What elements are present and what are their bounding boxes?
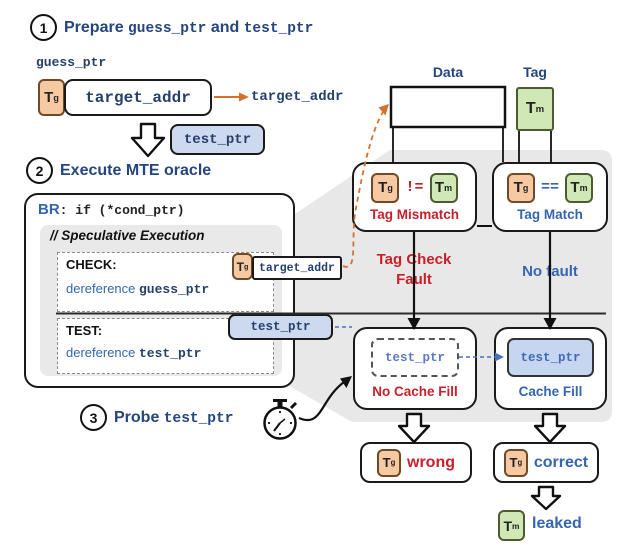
tag-column-header: Tag	[523, 64, 547, 80]
match-operator: ==	[540, 179, 559, 196]
no-fault-label: No fault	[522, 263, 578, 280]
check-body-pre: dereference	[66, 281, 139, 296]
br-condition: : if (*cond_ptr)	[59, 203, 185, 218]
no-cache-fill-label: No Cache Fill	[372, 384, 458, 399]
cache-fill-label: Cache Fill	[518, 384, 583, 399]
correct-tag-sub: g	[517, 458, 523, 467]
step1-title-pre: Prepare	[64, 18, 129, 36]
check-body-code: guess_ptr	[139, 282, 210, 297]
target-addr-box: target_addr	[64, 79, 212, 116]
orange-arrow	[214, 92, 249, 102]
target-addr-box-text: target_addr	[85, 88, 191, 107]
mismatch-rhs-sub: m	[444, 182, 453, 193]
br-keyword: BR	[38, 201, 60, 218]
memory-tag-sub: m	[535, 103, 545, 115]
correct-label: correct	[533, 453, 589, 471]
probe-curved-arrow	[298, 376, 352, 422]
memory-data-cell	[389, 85, 507, 129]
guess-tag-letter: T	[44, 89, 54, 106]
speculative-panel: // Speculative Execution CHECK: derefere…	[40, 225, 282, 376]
no-cache-fill-box: test_ptr No Cache Fill	[353, 327, 477, 410]
check-label: CHECK:	[66, 257, 117, 272]
no-cache-fill-ptr: test_ptr	[371, 338, 459, 377]
mismatch-lhs-letter: T	[378, 179, 388, 196]
step3-title: Probe test_ptr	[114, 409, 233, 427]
step3-heading: 3 Probe test_ptr	[80, 404, 233, 431]
cache-fill-box: test_ptr Cache Fill	[494, 327, 607, 410]
leaked-label: leaked	[532, 515, 582, 532]
mismatch-operator: !=	[405, 179, 424, 196]
test-body-pre: dereference	[66, 345, 139, 360]
data-column-header: Data	[432, 64, 464, 80]
wrong-tag-letter: T	[382, 455, 391, 470]
step2-heading: 2 Execute MTE oracle	[26, 157, 211, 184]
arrow-down-step1	[130, 122, 166, 158]
wrong-tag-sub: g	[390, 458, 396, 467]
test-ptr-box: test_ptr	[170, 124, 265, 155]
wrong-label: wrong	[407, 453, 455, 471]
check-operand-box: target_addr	[252, 256, 342, 280]
step1-title: Prepare guess_ptr and test_ptr	[64, 19, 313, 37]
step1-title-mid: and	[206, 18, 244, 36]
br-line: BR: if (*cond_ptr)	[38, 201, 185, 219]
arrow-down-no-cache-fill	[397, 412, 431, 444]
step3-badge: 3	[80, 404, 107, 431]
leaked-tag-sub: m	[512, 520, 520, 531]
match-rhs-sub: m	[579, 182, 588, 193]
target-addr-arrow-label: target_addr	[251, 89, 344, 105]
guess-ptr-label: guess_ptr	[36, 55, 107, 70]
step3-title-code: test_ptr	[163, 410, 234, 427]
step1-heading: 1 Prepare guess_ptr and test_ptr	[30, 14, 313, 41]
match-lhs-letter: T	[513, 179, 523, 196]
test-operand-box: test_ptr	[228, 314, 333, 340]
match-rhs-letter: T	[570, 179, 580, 196]
check-operand-tag-letter: T	[236, 259, 244, 274]
cache-fill-ptr: test_ptr	[507, 338, 594, 377]
cache-fill-ptr-text: test_ptr	[520, 350, 581, 365]
memory-tag-letter: T	[525, 100, 536, 117]
step1-title-code1: guess_ptr	[128, 20, 207, 37]
match-lhs-sub: g	[522, 182, 529, 193]
tag-check-fault-label: Tag Check Fault	[376, 251, 452, 289]
speculative-comment: // Speculative Execution	[50, 228, 205, 243]
tag-match-label: Tag Match	[517, 206, 583, 222]
br-oracle-box: BR: if (*cond_ptr) // Speculative Execut…	[24, 193, 295, 388]
guess-tag-sub: g	[53, 92, 59, 103]
mismatch-lhs-sub: g	[387, 182, 393, 193]
step1-badge: 1	[30, 14, 57, 41]
test-body-code: test_ptr	[139, 346, 202, 361]
step3-title-pre: Probe	[114, 408, 164, 426]
memory-column-lines	[392, 127, 552, 162]
correct-tag-letter: T	[509, 455, 518, 470]
no-cache-fill-ptr-text: test_ptr	[384, 350, 445, 365]
stopwatch-icon	[263, 399, 298, 440]
check-operand-text: target_addr	[259, 261, 335, 275]
arrow-down-cache-fill	[533, 412, 567, 444]
check-operand-tag-sub: g	[243, 262, 249, 271]
test-label: TEST:	[66, 323, 103, 338]
leaked-tag-letter: T	[503, 517, 513, 534]
step1-title-code2: test_ptr	[243, 20, 314, 37]
tag-mismatch-label: Tag Mismatch	[369, 206, 459, 222]
step2-badge: 2	[26, 157, 53, 184]
step2-title: Execute MTE oracle	[60, 161, 212, 179]
mismatch-rhs-letter: T	[434, 179, 445, 196]
arrow-down-correct	[530, 485, 562, 511]
